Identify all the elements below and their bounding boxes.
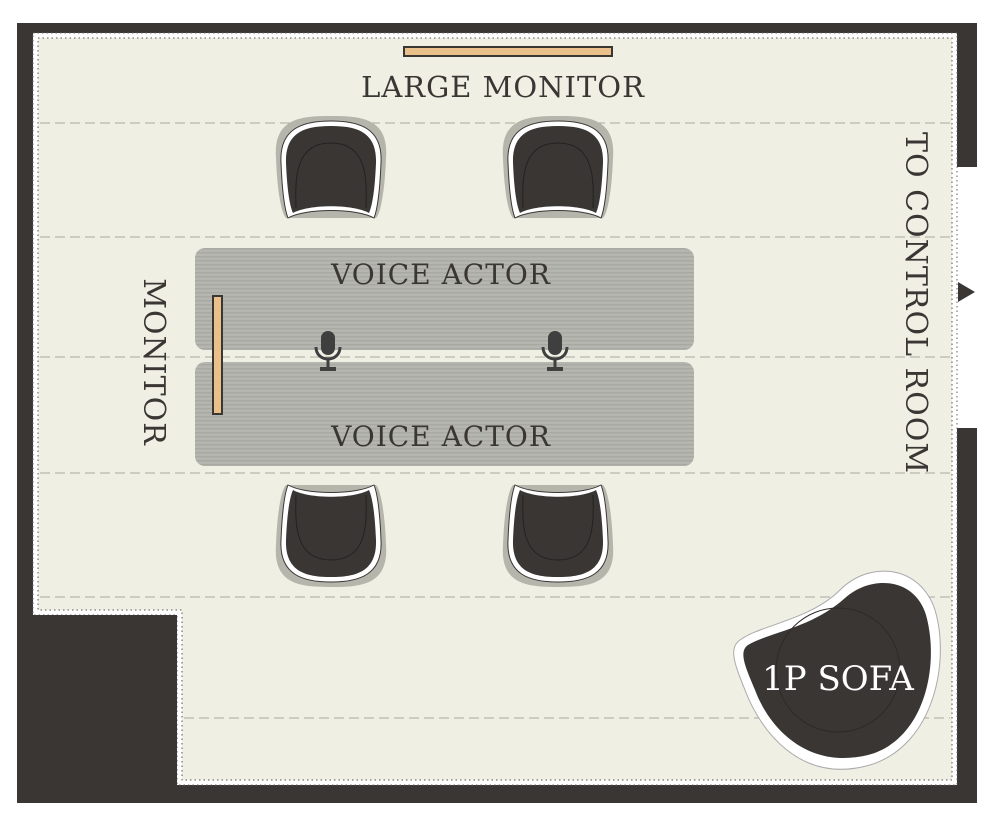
wall-corner-block (17, 615, 177, 803)
side-monitor (212, 295, 223, 415)
control-room-label: TO CONTROL ROOM (898, 132, 933, 474)
chair-top-right (502, 115, 614, 219)
voice-actor-table-top (195, 248, 694, 350)
monitor-label: MONITOR (136, 278, 171, 446)
large-monitor (403, 46, 613, 57)
arrow-right-icon (958, 282, 975, 302)
chair-bottom-left (275, 484, 387, 588)
large-monitor-label: LARGE MONITOR (361, 70, 645, 104)
chair-top-left (275, 115, 387, 219)
sofa (733, 570, 941, 770)
chair-bottom-right (502, 484, 614, 588)
voice-actor-label-top: VOICE ACTOR (330, 258, 551, 291)
voice-actor-label-bottom: VOICE ACTOR (330, 420, 551, 453)
voice-actor-table-bottom (195, 362, 694, 466)
sofa-label: 1P SOFA (762, 659, 914, 699)
